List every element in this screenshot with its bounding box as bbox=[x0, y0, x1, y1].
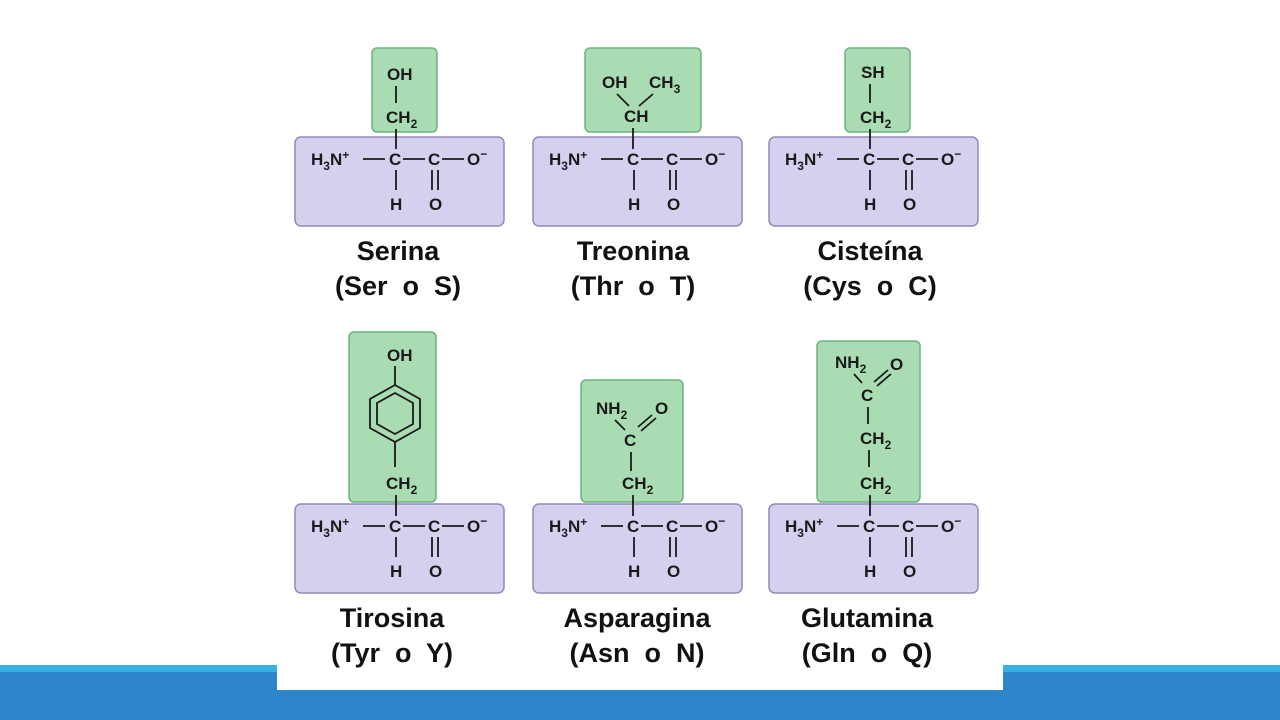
svg-text:O−: O− bbox=[705, 147, 725, 169]
figure-panel: OH CH2 H3N+ C C O− H O Serina (Ser o S) … bbox=[277, 0, 1003, 690]
glutamina-backbone: H3N+ C C O− H O bbox=[785, 514, 961, 581]
treonina-methyl: CH3 bbox=[649, 73, 681, 96]
svg-text:C: C bbox=[902, 150, 914, 169]
asparagina-name: Asparagina bbox=[563, 603, 711, 633]
serina-hydroxyl: OH bbox=[387, 65, 413, 84]
svg-text:C: C bbox=[389, 517, 401, 536]
svg-text:H3N+: H3N+ bbox=[785, 515, 823, 540]
glutamina-methylene-upper: CH2 bbox=[860, 429, 892, 452]
cisteina-structure: SH CH2 H3N+ C C O− H O Cisteína (Cys o C… bbox=[768, 47, 979, 301]
svg-text:H3N+: H3N+ bbox=[311, 515, 349, 540]
glutamina-name: Glutamina bbox=[801, 603, 934, 633]
svg-text:O: O bbox=[429, 195, 442, 214]
cisteina-name: Cisteína bbox=[817, 236, 923, 266]
tirosina-structure: OH CH2 H3N+ C C O− H O Tirosina (Tyr o Y… bbox=[294, 331, 505, 668]
svg-text:C: C bbox=[666, 517, 678, 536]
svg-text:O−: O− bbox=[467, 147, 487, 169]
tirosina-hydroxyl: OH bbox=[387, 346, 413, 365]
svg-text:H3N+: H3N+ bbox=[549, 515, 587, 540]
glutamina-structure: NH2 O C CH2 CH2 H3N+ C C O− H O Glutamin… bbox=[768, 340, 979, 668]
treonina-name: Treonina bbox=[577, 236, 691, 266]
tirosina-name: Tirosina bbox=[340, 603, 446, 633]
serina-name: Serina bbox=[357, 236, 441, 266]
treonina-code: (Thr o T) bbox=[571, 271, 695, 301]
svg-text:O−: O− bbox=[941, 147, 961, 169]
glutamina-amide-carbon: C bbox=[861, 386, 873, 405]
treonina-side-chain-box bbox=[584, 47, 702, 133]
glutamina-carbonyl-oxygen: O bbox=[890, 355, 903, 374]
asparagina-backbone: H3N+ C C O− H O bbox=[549, 514, 725, 581]
asparagina-structure: NH2 O C CH2 H3N+ C C O− H O Asparagina (… bbox=[532, 379, 743, 668]
svg-text:H: H bbox=[864, 195, 876, 214]
treonina-structure: OH CH3 CH H3N+ C C O− H O Treonina (Thr … bbox=[532, 47, 743, 301]
glutamina-code: (Gln o Q) bbox=[802, 638, 932, 668]
svg-text:O: O bbox=[903, 195, 916, 214]
cisteina-backbone: H3N+ C C O− H O bbox=[785, 147, 961, 214]
cisteina-side-chain-box bbox=[844, 47, 911, 133]
treonina-backbone: H3N+ C C O− H O bbox=[549, 147, 725, 214]
svg-text:O−: O− bbox=[467, 514, 487, 536]
svg-text:C: C bbox=[666, 150, 678, 169]
glutamina-methylene-lower: CH2 bbox=[860, 474, 892, 497]
tirosina-code: (Tyr o Y) bbox=[331, 638, 453, 668]
treonina-methine: CH bbox=[624, 107, 649, 126]
tirosina-side-chain-box bbox=[348, 331, 437, 503]
svg-text:C: C bbox=[428, 150, 440, 169]
svg-text:H: H bbox=[864, 562, 876, 581]
asparagina-amide-carbon: C bbox=[624, 431, 636, 450]
glutamina-amide: NH2 bbox=[835, 353, 867, 376]
svg-text:H: H bbox=[628, 195, 640, 214]
asparagina-carbonyl-oxygen: O bbox=[655, 399, 668, 418]
asparagina-amide: NH2 bbox=[596, 399, 628, 422]
svg-text:H3N+: H3N+ bbox=[785, 148, 823, 173]
serina-code: (Ser o S) bbox=[335, 271, 461, 301]
svg-text:C: C bbox=[627, 517, 639, 536]
serina-structure: OH CH2 H3N+ C C O− H O Serina (Ser o S) bbox=[294, 47, 505, 301]
tirosina-methylene: CH2 bbox=[386, 474, 418, 497]
svg-text:H3N+: H3N+ bbox=[311, 148, 349, 173]
asparagina-side-chain-box bbox=[580, 379, 684, 503]
svg-text:C: C bbox=[627, 150, 639, 169]
svg-text:O: O bbox=[429, 562, 442, 581]
svg-text:C: C bbox=[902, 517, 914, 536]
svg-text:H: H bbox=[390, 562, 402, 581]
treonina-hydroxyl: OH bbox=[602, 73, 628, 92]
svg-text:O−: O− bbox=[941, 514, 961, 536]
svg-text:C: C bbox=[428, 517, 440, 536]
svg-text:C: C bbox=[389, 150, 401, 169]
asparagina-methylene: CH2 bbox=[622, 474, 654, 497]
svg-text:H: H bbox=[628, 562, 640, 581]
asparagina-code: (Asn o N) bbox=[570, 638, 705, 668]
svg-text:H3N+: H3N+ bbox=[549, 148, 587, 173]
svg-text:C: C bbox=[863, 150, 875, 169]
cisteina-thiol: SH bbox=[861, 63, 885, 82]
cisteina-methylene: CH2 bbox=[860, 108, 892, 131]
svg-text:O: O bbox=[667, 195, 680, 214]
serina-side-chain-box bbox=[371, 47, 438, 133]
amino-acid-diagram: OH CH2 H3N+ C C O− H O Serina (Ser o S) … bbox=[294, 47, 979, 668]
serina-methylene: CH2 bbox=[386, 108, 418, 131]
tirosina-backbone: H3N+ C C O− H O bbox=[311, 514, 487, 581]
svg-text:O−: O− bbox=[705, 514, 725, 536]
svg-text:O: O bbox=[667, 562, 680, 581]
cisteina-code: (Cys o C) bbox=[803, 271, 937, 301]
svg-text:C: C bbox=[863, 517, 875, 536]
svg-text:O: O bbox=[903, 562, 916, 581]
svg-text:H: H bbox=[390, 195, 402, 214]
serina-backbone: H3N+ C C O− H O bbox=[311, 147, 487, 214]
